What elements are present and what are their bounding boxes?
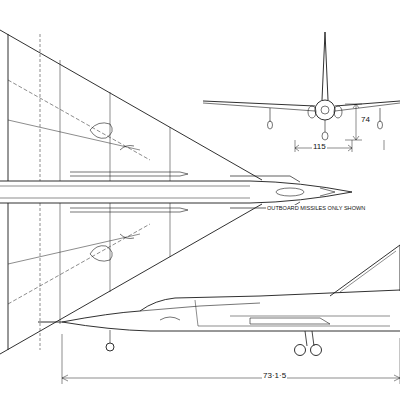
dimension-label: 74 xyxy=(360,116,371,125)
plan-view xyxy=(0,30,352,354)
dimension-label: 115 xyxy=(312,143,327,152)
drawing-note: OUTBOARD MISSILES ONLY SHOWN xyxy=(266,205,366,211)
front-view xyxy=(203,32,400,152)
dimension-label: 73·1·5 xyxy=(262,372,287,381)
side-view xyxy=(38,245,400,384)
